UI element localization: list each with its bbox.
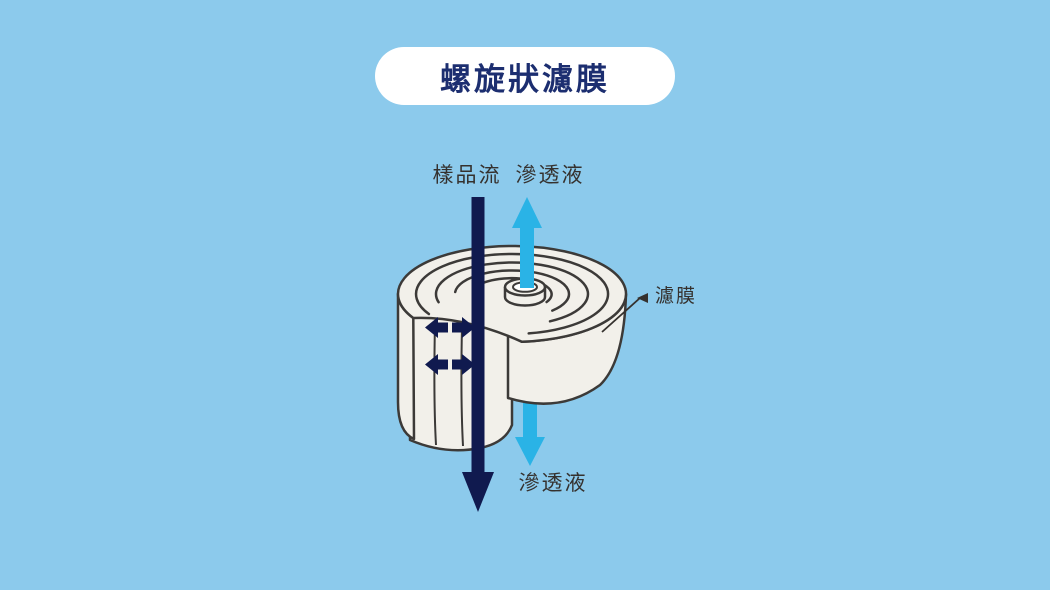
membrane-slot-line <box>460 325 464 447</box>
label-permeate-top: 滲透液 <box>515 164 585 187</box>
membrane-wrap-line <box>453 269 571 312</box>
permeate-side-arrow <box>425 354 448 375</box>
membrane-wrap-line <box>434 261 590 323</box>
permeate-side-arrow <box>452 354 475 375</box>
title-pill: 螺旋狀濾膜 <box>375 47 675 105</box>
sample-flow-arrow <box>462 197 494 512</box>
label-membrane: 濾膜 <box>655 286 698 307</box>
permeate-up-arrow <box>512 197 542 288</box>
label-permeate-bottom: 滲透液 <box>518 472 588 495</box>
membrane-leader-line <box>601 297 641 333</box>
membrane-wrap-line <box>414 252 610 335</box>
permeate-side-arrow <box>452 317 475 338</box>
membrane-callout-arrowhead <box>637 293 648 303</box>
permeate-down-arrow <box>515 370 545 466</box>
membrane-slot-line <box>433 321 437 446</box>
permeate-side-arrow <box>425 317 448 338</box>
label-sample-flow: 樣品流 <box>432 164 502 187</box>
page-title: 螺旋狀濾膜 <box>440 61 610 97</box>
